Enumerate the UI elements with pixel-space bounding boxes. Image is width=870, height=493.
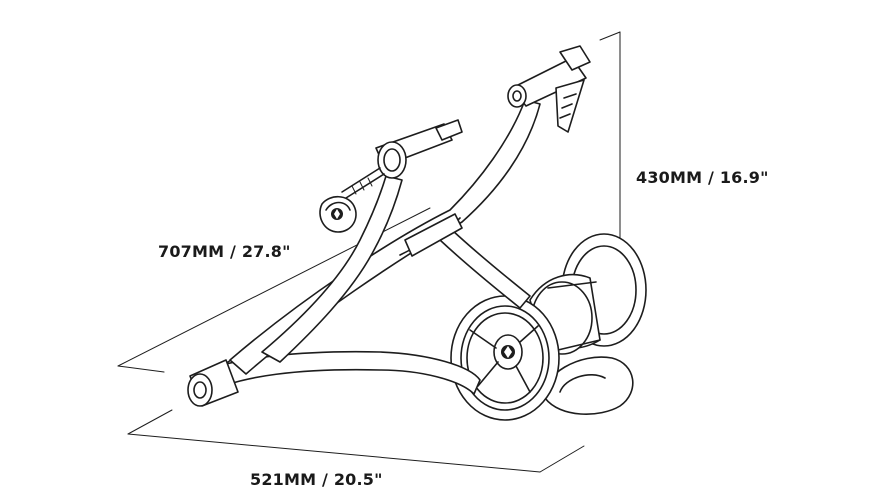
width-dimension-line: [127, 409, 585, 473]
resistance-unit-logo-icon: [501, 345, 515, 359]
left-skewer-clamp: [341, 119, 463, 199]
front-arm: [261, 175, 403, 363]
height-dimension-label: 430MM / 16.9": [636, 168, 769, 187]
rear-support-leg: [439, 229, 531, 309]
resistance-unit: [529, 233, 647, 355]
length-dimension-label: 707MM / 27.8": [158, 242, 291, 261]
quick-release-lever: [555, 79, 585, 133]
front-end-cap: [187, 359, 239, 407]
height-dimension-line: [599, 31, 621, 246]
roller-base: [543, 356, 634, 415]
knob-logo-icon: [331, 208, 343, 220]
width-dimension-label: 521MM / 20.5": [250, 470, 383, 489]
right-skewer-holder: [507, 45, 591, 108]
